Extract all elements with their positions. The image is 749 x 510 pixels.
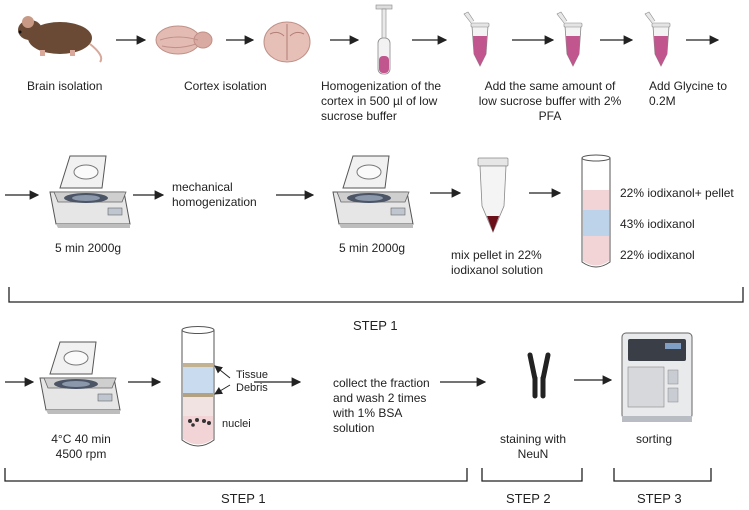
conical-tube-icon: [477, 157, 509, 234]
staining-label: staining with NeuN: [499, 432, 567, 461]
step2-bracket: [481, 468, 583, 482]
mechanical-label: mechanical homogenization: [172, 180, 257, 209]
tissue-debris-label: Tissue Debris: [236, 369, 268, 394]
pointer-line: [214, 365, 231, 379]
collect-label: collect the fraction and wash 2 times wi…: [333, 376, 430, 435]
add-buffer-label: Add the same amount of low sucrose buffe…: [478, 79, 622, 123]
centrifuge-icon: [49, 155, 131, 229]
step1-bracket-bottom: [4, 468, 468, 482]
sorting-label: sorting: [636, 432, 673, 446]
homogenizer-icon: [375, 4, 393, 75]
layer-top-label: 22% iodixanol+ pellet: [620, 186, 734, 200]
step3-bracket: [613, 468, 712, 482]
centrifuge-icon: [39, 341, 121, 415]
tube-icon: [463, 11, 490, 67]
step2-label: STEP 2: [506, 491, 551, 506]
step3-label: STEP 3: [637, 491, 682, 506]
layer-bottom-label: 22% iodixanol: [620, 248, 695, 262]
layer-mid-label: 43% iodixanol: [620, 217, 695, 231]
antibody-icon: [527, 352, 551, 399]
step1-bottom-label: STEP 1: [221, 491, 266, 506]
gradient-tube-icon: [581, 154, 611, 268]
nuclei-label: nuclei: [222, 418, 251, 430]
pointer-line: [214, 384, 231, 395]
centrifuge2-label: 5 min 2000g: [339, 241, 406, 255]
brain-icon: [155, 25, 213, 55]
mix-pellet-label: mix pellet in 22% iodixanol solution: [451, 248, 544, 277]
density-tube-icon: [181, 326, 215, 447]
mouse-icon: [18, 16, 103, 63]
tube-icon: [644, 11, 671, 67]
centrifuge1-label: 5 min 2000g: [55, 241, 122, 255]
brain-isolation-label: Brain isolation: [27, 79, 103, 93]
cortex-icon: [263, 21, 311, 63]
cell-sorter-icon: [621, 332, 693, 422]
homogenization-label: Homogenization of the cortex in 500 µl o…: [321, 79, 442, 123]
step1-label: STEP 1: [353, 318, 398, 333]
add-glycine-label: Add Glycine to 0.2M: [649, 79, 728, 108]
tube-icon: [556, 11, 583, 67]
step1-bracket: [8, 287, 744, 303]
cortex-isolation-label: Cortex isolation: [184, 79, 267, 93]
centrifuge3-label: 4°C 40 min 4500 rpm: [51, 432, 111, 461]
centrifuge-icon: [332, 155, 414, 229]
